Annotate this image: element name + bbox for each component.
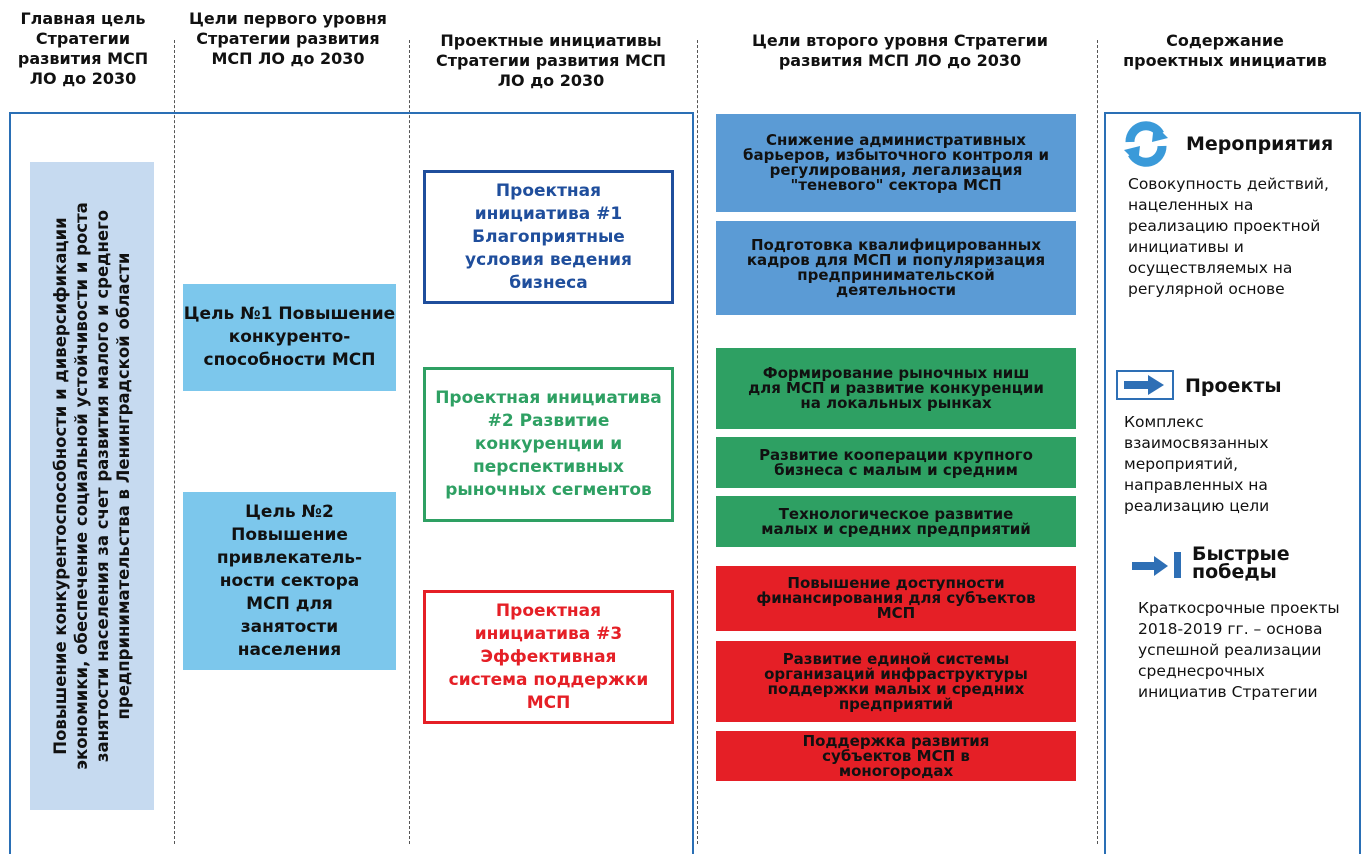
arrow-bar-icon [1130,550,1184,580]
first-level-goal-2: Цель №2 Повышение привлекатель-ности сек… [183,492,396,670]
legend-projects-text: Комплекс взаимосвязанных мероприятий, на… [1124,413,1270,515]
legend-quick-wins-text: Краткосрочные проекты 2018-2019 гг. – ос… [1138,599,1340,701]
second-level-goal-1: Снижение административных барьеров, избы… [716,114,1076,212]
first-level-goal-1: Цель №1 Повышение конкуренто-способности… [183,284,396,391]
initiative-3: Проектная инициатива #3 Эффективная сист… [423,590,674,724]
initiative-1-text: Проектная инициатива #1 Благоприятные ус… [465,180,632,293]
header-first-level-goals: Цели первого уровня Стратегии развития М… [189,9,387,68]
initiative-2: Проектная инициатива #2 Развитие конкуре… [423,367,674,522]
main-goal-box: Повышение конкурентоспособности и диверс… [30,162,154,810]
second-level-goal-8: Поддержка развития субъектов МСП в моног… [716,731,1076,781]
first-level-goal-1-text: Цель №1 Повышение конкуренто-способности… [183,304,396,370]
legend-quick-wins-title: Быстрые победы [1192,543,1290,583]
header-initiatives: Проектные инициативы Стратегии развития … [435,31,666,90]
arrow-right-icon [1116,370,1174,400]
legend-events-title: Мероприятия [1186,133,1334,155]
second-level-goal-7-text: Развитие единой системы организаций инфр… [764,649,1028,713]
second-level-goal-5-text: Технологическое развитие малых и средних… [761,504,1031,538]
legend-frame [1104,112,1361,854]
second-level-goal-5: Технологическое развитие малых и средних… [716,496,1076,547]
legend-projects-title: Проекты [1185,375,1282,397]
second-level-goal-7: Развитие единой системы организаций инфр… [716,641,1076,722]
header-main-goal: Главная цель Стратегии развития МСП ЛО д… [17,9,149,88]
cycle-arrows-icon [1118,118,1174,170]
second-level-goal-3: Формирование рыночных ниш для МСП и разв… [716,348,1076,429]
column-divider [174,40,175,844]
initiative-1: Проектная инициатива #1 Благоприятные ус… [423,170,674,304]
initiative-3-text: Проектная инициатива #3 Эффективная сист… [448,600,649,713]
second-level-goal-6: Повышение доступности финансирования для… [716,566,1076,631]
column-divider [697,40,698,844]
second-level-goal-3-text: Формирование рыночных ниш для МСП и разв… [748,364,1044,412]
initiative-2-text: Проектная инициатива #2 Развитие конкуре… [435,388,662,500]
first-level-goal-2-text: Цель №2 Повышение привлекатель-ности сек… [216,501,363,660]
second-level-goal-4-text: Развитие кооперации крупного бизнеса с м… [759,445,1033,479]
second-level-goal-2-text: Подготовка квалифицированных кадров для … [746,236,1046,299]
legend-events-text: Совокупность действий, нацеленных на реа… [1128,175,1329,298]
second-level-goal-2: Подготовка квалифицированных кадров для … [716,221,1076,315]
second-level-goal-8-text: Поддержка развития субъектов МСП в моног… [802,731,990,780]
main-frame [9,112,694,854]
header-initiative-content: Содержание проектных инициатив [1123,31,1327,70]
second-level-goal-6-text: Повышение доступности финансирования для… [756,574,1036,622]
header-second-level-goals: Цели второго уровня Стратегии развития М… [751,31,1049,70]
column-divider [1097,40,1098,844]
main-goal-text: Повышение конкурентоспособности и диверс… [51,202,133,770]
column-divider [409,40,410,844]
second-level-goal-4: Развитие кооперации крупного бизнеса с м… [716,437,1076,488]
second-level-goal-1-text: Снижение административных барьеров, избы… [743,131,1049,194]
